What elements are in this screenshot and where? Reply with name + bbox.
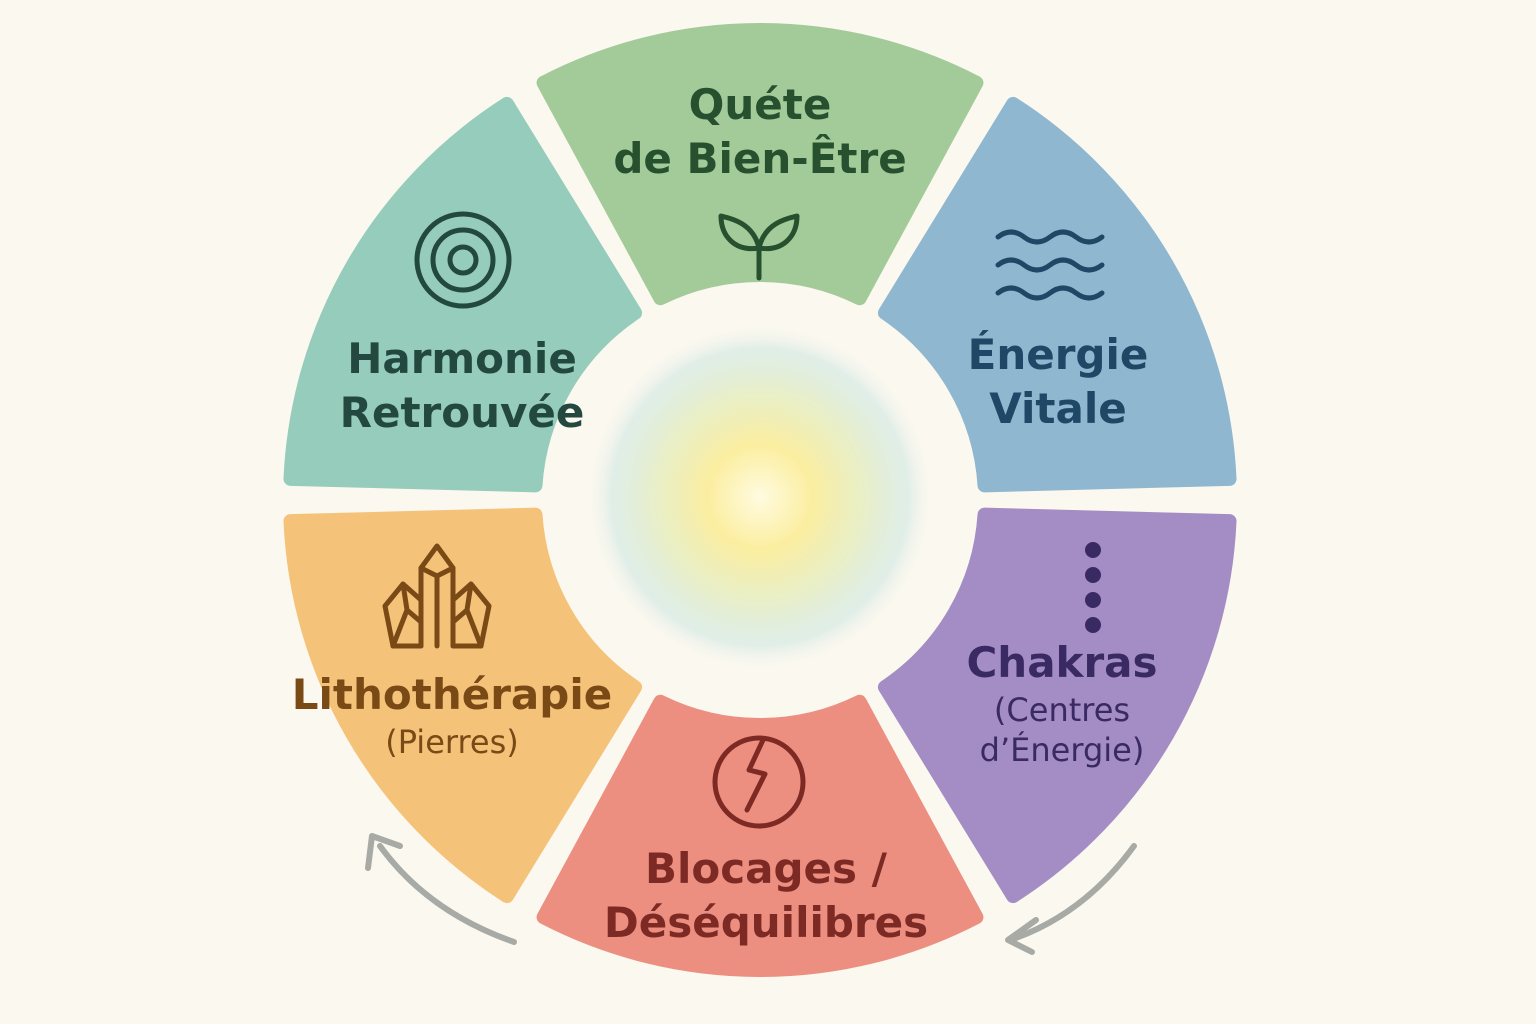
- label-lithotherapie: Lithothérapie (Pierres): [292, 668, 612, 762]
- vertical-dots-icon: [1085, 542, 1101, 633]
- label-lithotherapie-line-0: Lithothérapie: [291, 670, 613, 719]
- segment-chakras: [877, 507, 1237, 904]
- segment-harmonie: [283, 96, 643, 493]
- cycle-arrow-right-icon: [1005, 843, 1137, 955]
- label-lithotherapie-sub-0: (Pierres): [385, 723, 519, 761]
- sprout-icon: [718, 213, 800, 281]
- label-harmonie-line-1: Retrouvée: [339, 388, 585, 437]
- cycle-arrow-left-icon: [365, 833, 517, 945]
- segment-lithotherapie: [283, 507, 643, 904]
- label-quete: Quéte de Bien-Être: [613, 78, 906, 186]
- segment-energie: [877, 96, 1237, 493]
- concentric-circles-icon: [414, 211, 512, 309]
- segment-blocages: [536, 694, 984, 977]
- label-harmonie-line-0: Harmonie: [347, 334, 577, 383]
- broken-circle-icon: [712, 735, 806, 829]
- label-quete-line-0: Quéte: [688, 80, 832, 129]
- label-chakras-line-0: Chakras: [966, 638, 1158, 687]
- label-quete-line-1: de Bien-Être: [613, 134, 907, 183]
- label-chakras-sub-0: (Centres: [993, 691, 1131, 729]
- crystal-icon: [382, 543, 492, 649]
- label-energie-line-0: Énergie: [967, 330, 1149, 379]
- label-energie-line-1: Vitale: [989, 384, 1127, 433]
- label-chakras-sub-1: d’Énergie): [979, 731, 1145, 769]
- waves-icon: [995, 229, 1105, 301]
- center-glow: [585, 322, 935, 672]
- label-blocages-line-1: Déséquilibres: [603, 898, 929, 947]
- segment-quete: [536, 23, 984, 306]
- label-blocages: Blocages / Déséquilibres: [604, 842, 928, 950]
- label-blocages-line-0: Blocages /: [644, 844, 887, 893]
